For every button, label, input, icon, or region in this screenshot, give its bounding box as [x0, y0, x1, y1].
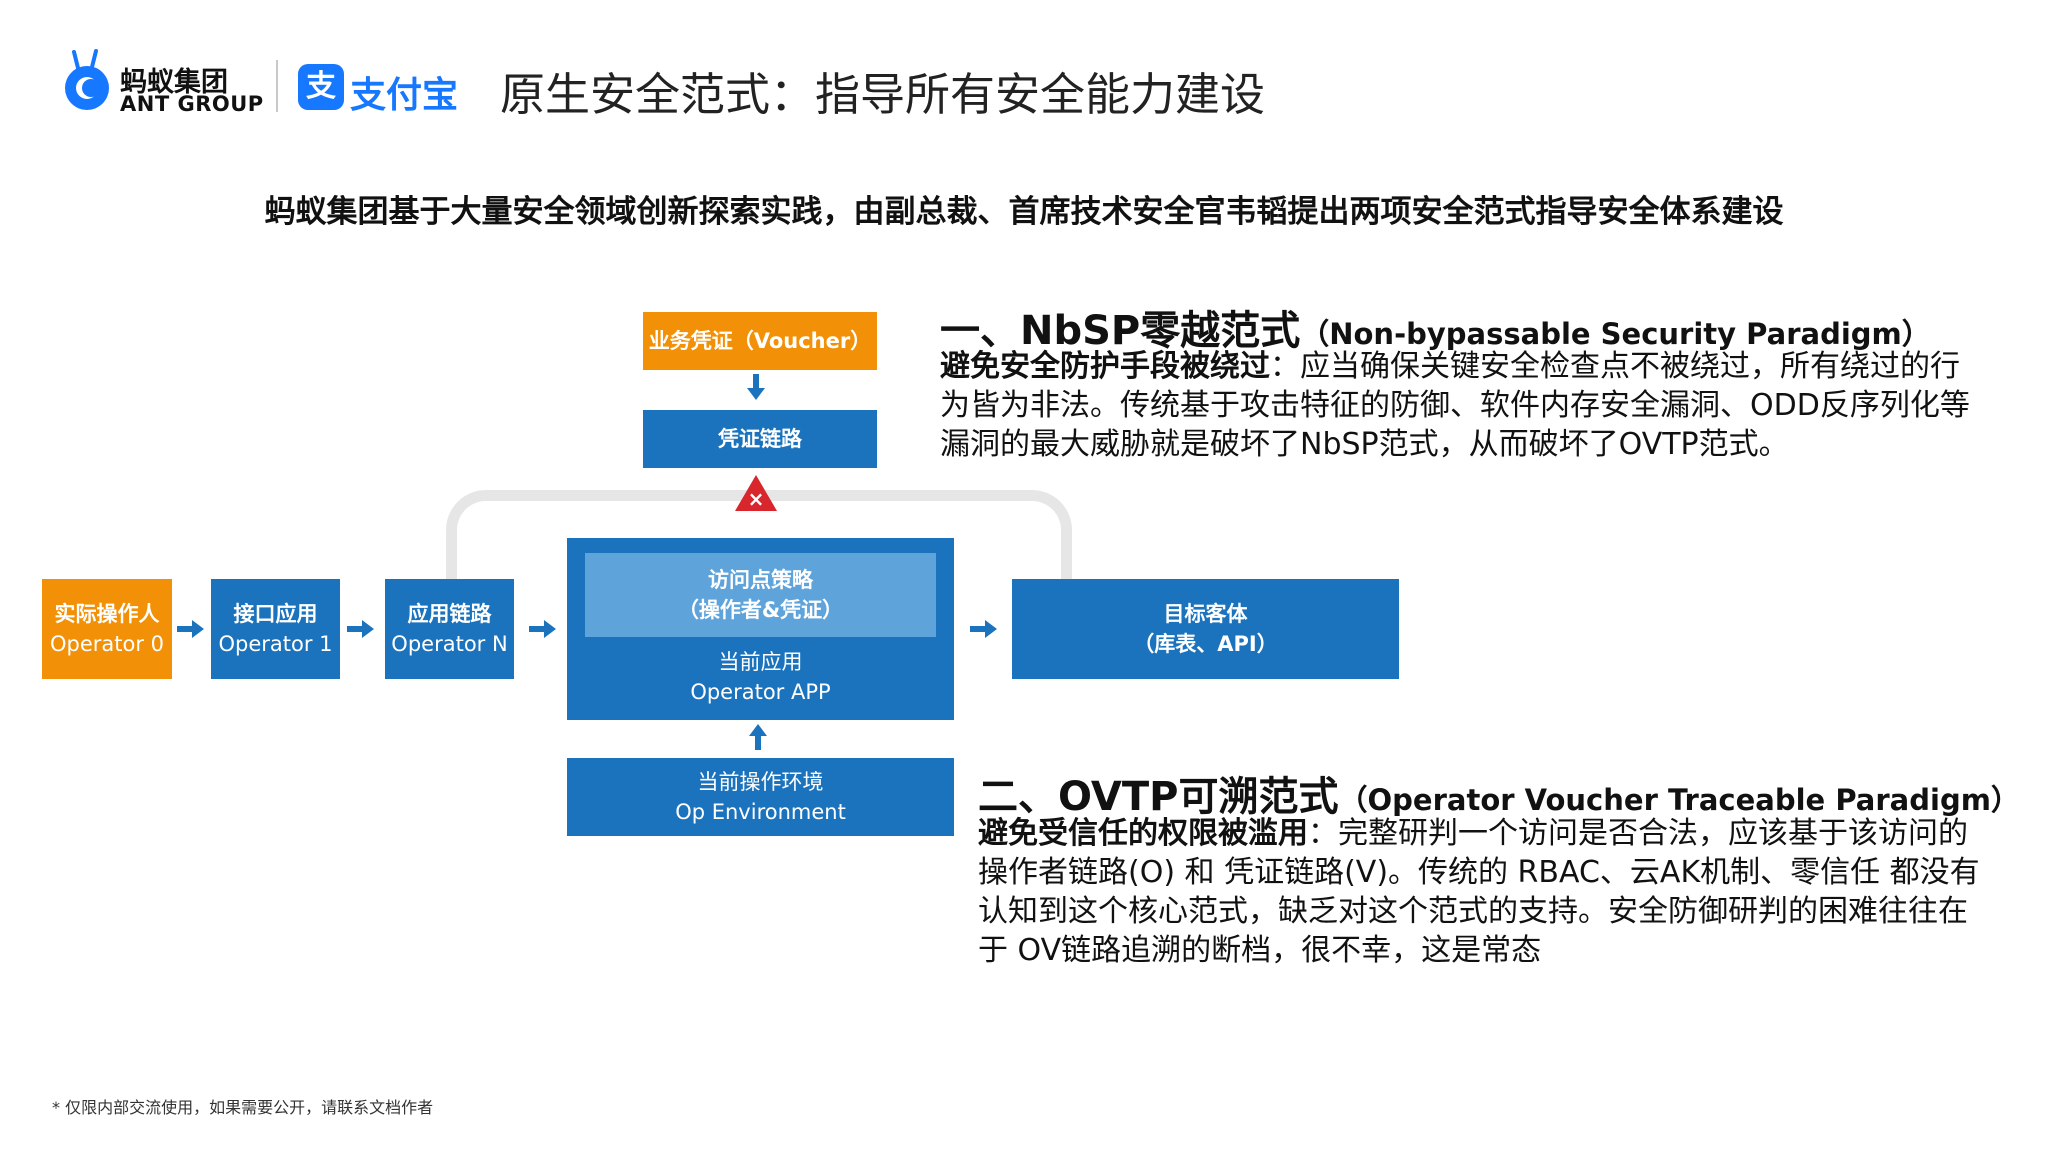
operator-1-title: 接口应用	[233, 602, 318, 626]
section-1-line-3: 漏洞的最大威胁就是破坏了NbSP范式，从而破坏了OVTP范式。	[940, 427, 1789, 462]
voucher-down-arrow-icon	[747, 388, 765, 400]
section-1-lead: 避免安全防护手段被绕过	[940, 349, 1270, 384]
target-object-title: 目标客体	[1163, 602, 1248, 626]
ant-group-logo-en: ANT GROUP	[120, 92, 264, 116]
operator-n-subtitle: Operator N	[391, 632, 508, 656]
alipay-logo-icon: 支	[298, 64, 344, 110]
environment-subtitle: Op Environment	[675, 800, 846, 824]
section-2-title-en: （Operator Voucher Traceable Paradigm）	[1338, 783, 2020, 817]
voucher-arrow-shaft	[753, 374, 759, 388]
section-1-title: 一、NbSP零越范式	[940, 308, 1301, 354]
slide-subtitle: 蚂蚁集团基于大量安全领域创新探索实践，由副总裁、首席技术安全官韦韬提出两项安全范…	[264, 194, 1784, 230]
section-2-lead: 避免受信任的权限被滥用	[978, 816, 1308, 851]
section-2-line-2: 操作者链路(O) 和 凭证链路(V)。传统的 RBAC、云AK机制、零信任 都没…	[978, 855, 1980, 890]
operator-n-box: 应用链路 Operator N	[385, 579, 514, 679]
section-2-body: 避免受信任的权限被滥用：完整研判一个访问是否合法，应该基于该访问的 操作者链路(…	[978, 814, 1980, 970]
ant-group-logo-icon	[65, 49, 109, 110]
section-2-line-4: 于 OV链路追溯的断档，很不幸，这是常态	[978, 933, 1542, 968]
operator-0-subtitle: Operator 0	[49, 632, 165, 656]
access-policy-title: 访问点策略	[708, 568, 813, 592]
footnote: * 仅限内部交流使用，如果需要公开，请联系文档作者	[52, 1098, 434, 1117]
current-app-box: 访问点策略 （操作者&凭证） 当前应用 Operator APP	[567, 538, 954, 720]
arrow-shaft-2	[347, 626, 362, 632]
right-arrow-icon	[544, 620, 556, 638]
warning-glyph: ×	[748, 487, 765, 511]
current-app-title: 当前应用	[718, 650, 803, 674]
operator-1-box: 接口应用 Operator 1	[211, 579, 340, 679]
ant-group-logo-cn: 蚂蚁集团	[120, 67, 228, 98]
section-1-line-2: 为皆为非法。传统基于攻击特征的防御、软件内存安全漏洞、ODD反序列化等	[940, 388, 1970, 423]
right-arrow-icon	[192, 620, 204, 638]
alipay-logo-text: 支付宝	[350, 75, 459, 116]
arrow-shaft-3	[529, 626, 544, 632]
section-1-body: 避免安全防护手段被绕过：应当确保关键安全检查点不被绕过，所有绕过的行 为皆为非法…	[940, 347, 1970, 464]
header-divider	[276, 60, 278, 112]
section-1-title-en: （Non-bypassable Security Paradigm）	[1300, 317, 1931, 351]
page-title: 原生安全范式：指导所有安全能力建设	[500, 68, 1266, 121]
warning-triangle-icon: ×	[735, 475, 777, 511]
section-2-title: 二、OVTP可溯范式	[978, 774, 1339, 820]
section-2-line-3: 认知到这个核心范式，缺乏对这个范式的支持。安全防御研判的困难往往在	[978, 894, 1968, 929]
voucher-chain-label: 凭证链路	[718, 427, 802, 451]
operator-n-title: 应用链路	[407, 602, 492, 626]
target-object-subtitle: （库表、API）	[1133, 632, 1278, 656]
arrow-shaft-1	[177, 626, 192, 632]
section-1-heading: 一、NbSP零越范式（Non-bypassable Security Parad…	[940, 298, 1931, 356]
target-object-box: 目标客体 （库表、API）	[1012, 579, 1399, 679]
operator-0-box: 实际操作人 Operator 0	[42, 579, 172, 679]
environment-title: 当前操作环境	[697, 770, 824, 794]
voucher-chain-box: 凭证链路	[643, 410, 877, 468]
right-arrow-icon	[985, 620, 997, 638]
current-app-subtitle: Operator APP	[690, 680, 831, 704]
operator-1-subtitle: Operator 1	[218, 632, 333, 656]
operator-0-title: 实际操作人	[54, 602, 160, 626]
voucher-label: 业务凭证（Voucher）	[648, 329, 872, 353]
voucher-box: 业务凭证（Voucher）	[643, 312, 877, 370]
arrow-shaft-4	[970, 626, 985, 632]
section-2-line-1: ：完整研判一个访问是否合法，应该基于该访问的	[1308, 816, 1968, 851]
alipay-icon-glyph: 支	[306, 69, 336, 104]
right-arrow-icon	[362, 620, 374, 638]
section-1-line-1: ：应当确保关键安全检查点不被绕过，所有绕过的行	[1270, 349, 1960, 384]
environment-box: 当前操作环境 Op Environment	[567, 758, 954, 836]
access-policy-subtitle: （操作者&凭证）	[677, 598, 844, 622]
env-up-arrow-icon	[749, 724, 767, 736]
env-arrow-shaft	[755, 736, 761, 750]
access-policy-box: 访问点策略 （操作者&凭证）	[585, 553, 936, 637]
section-2-heading: 二、OVTP可溯范式（Operator Voucher Traceable Pa…	[978, 764, 2020, 822]
